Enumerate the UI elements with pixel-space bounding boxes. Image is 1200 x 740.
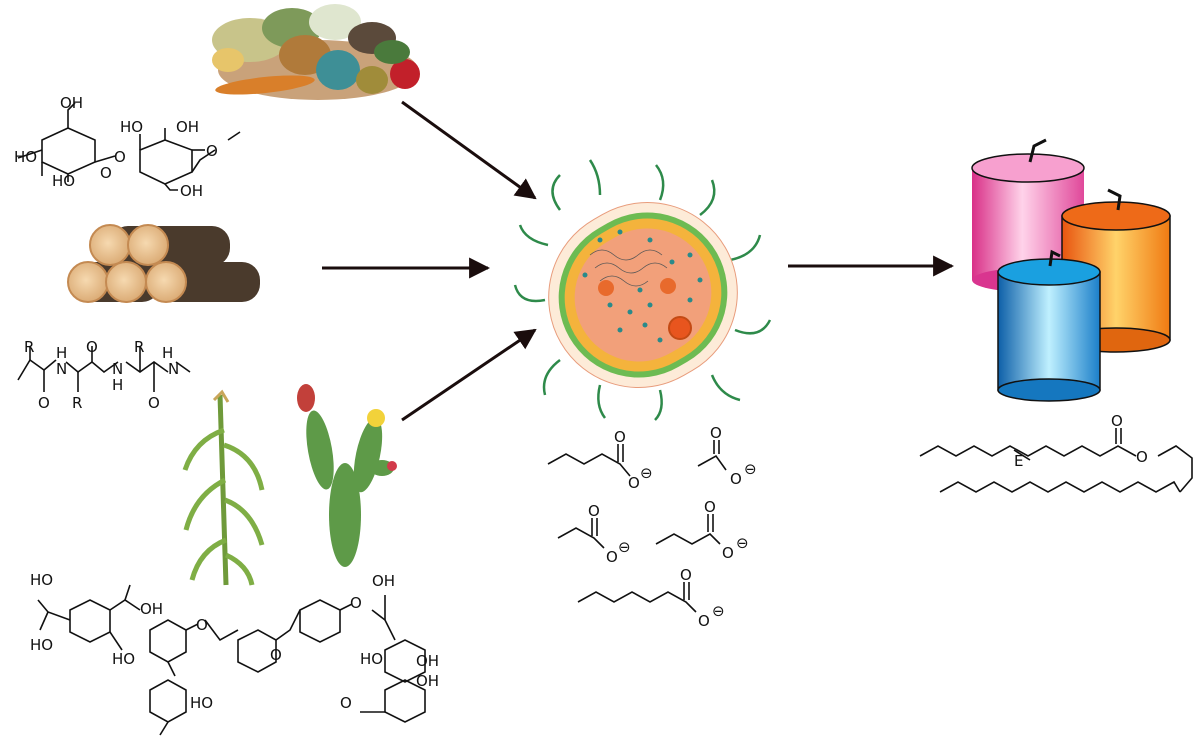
atom-label: O <box>606 548 618 566</box>
atom-label: O <box>114 148 126 166</box>
food-waste-icon <box>212 4 420 100</box>
atom-label: O <box>704 498 716 516</box>
atom-label: O <box>730 470 742 488</box>
atom-label: HO <box>30 571 53 589</box>
bacterium-icon <box>513 159 772 421</box>
wood-logs-icon <box>67 224 260 303</box>
charge-label: ⊖ <box>640 464 653 482</box>
atom-label: H <box>112 376 123 394</box>
atom-label: O <box>148 394 160 412</box>
arrow-waste-to-bacterium <box>401 100 537 200</box>
atom-label: OH <box>180 182 203 200</box>
propionate-structure <box>557 518 605 549</box>
atom-label: OH <box>60 94 83 112</box>
wax-ester-structure <box>919 428 1193 493</box>
peptide-labels: R O H N R O N H R O H N <box>24 338 179 412</box>
charge-label: ⊖ <box>712 602 725 620</box>
atom-label: O <box>710 424 722 442</box>
atom-label: O <box>614 428 626 446</box>
atom-label: R <box>24 338 34 356</box>
atom-label: O <box>1111 412 1123 430</box>
atom-label: O <box>270 646 282 664</box>
cellulose-structure <box>17 102 241 191</box>
arrow-plants-to-bacterium <box>401 328 537 422</box>
atom-label: OH <box>372 572 395 590</box>
corn-plant-icon <box>182 389 265 586</box>
atom-label: R <box>134 338 144 356</box>
atom-label: OH <box>416 652 439 670</box>
atom-label: N <box>168 360 179 378</box>
stereo-label: E <box>1014 452 1023 470</box>
atom-label: O <box>628 474 640 492</box>
atom-label: N <box>56 360 67 378</box>
atom-label: HO <box>112 650 135 668</box>
atom-label: O <box>38 394 50 412</box>
atom-label: HO <box>120 118 143 136</box>
atom-label: R <box>72 394 82 412</box>
atom-label: OH <box>176 118 199 136</box>
atom-label: O <box>196 616 208 634</box>
atom-label: HO <box>52 172 75 190</box>
atom-label: O <box>722 544 734 562</box>
atom-label: N <box>112 360 123 378</box>
lignin-labels: HO HO OH HO O HO O O OH HO OH OH O <box>30 571 439 712</box>
atom-label: O <box>340 694 352 712</box>
atom-label: H <box>162 344 173 362</box>
cellulose-labels: OH HO HO O HO OH OH O O <box>14 94 218 200</box>
atom-label: O <box>350 594 362 612</box>
atom-label: H <box>56 344 67 362</box>
atom-label: OH <box>140 600 163 618</box>
charge-label: ⊖ <box>744 460 757 478</box>
atom-label: HO <box>30 636 53 654</box>
hexanoate-structure <box>577 582 697 613</box>
candles-icon <box>971 138 1171 402</box>
atom-label: HO <box>14 148 37 166</box>
butyrate-structure <box>547 444 631 477</box>
charge-label: ⊖ <box>618 538 631 556</box>
atom-label: O <box>206 142 218 160</box>
atom-label: OH <box>416 672 439 690</box>
scfa-labels: O O ⊖ O O ⊖ O O ⊖ O O ⊖ O O ⊖ <box>588 424 757 630</box>
butyrate-structure-2 <box>655 514 721 545</box>
atom-label: O <box>100 164 112 182</box>
peptide-structure <box>17 346 191 392</box>
wax-ester-labels: O O E <box>1014 412 1148 470</box>
charge-label: ⊖ <box>736 534 749 552</box>
atom-label: O <box>698 612 710 630</box>
cactus-icon <box>297 384 397 567</box>
atom-label: O <box>86 338 98 356</box>
atom-label: HO <box>360 650 383 668</box>
atom-label: O <box>1136 448 1148 466</box>
lignin-structure <box>37 584 426 736</box>
atom-label: HO <box>190 694 213 712</box>
acetate-structure <box>697 440 727 471</box>
atom-label: O <box>680 566 692 584</box>
atom-label: O <box>588 502 600 520</box>
